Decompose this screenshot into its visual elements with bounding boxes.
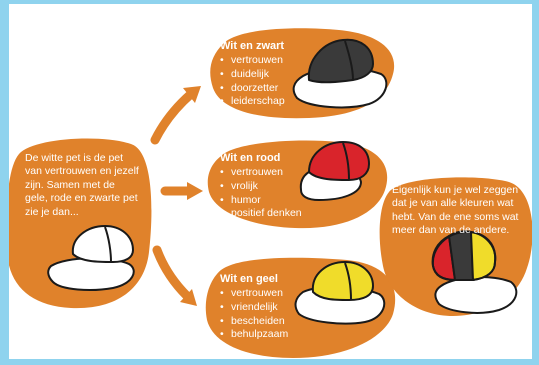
- trait-item: bescheiden: [220, 315, 320, 329]
- arrow-right-icon: [160, 182, 203, 200]
- trait-item: positief denken: [220, 207, 330, 221]
- trait-list: vertrouwen duidelijk doorzetter leidersc…: [220, 54, 320, 109]
- group-wit-rood: Wit en rood vertrouwen vrolijk humor pos…: [220, 151, 330, 221]
- trait-list: vertrouwen vrolijk humor positief denken: [220, 166, 330, 221]
- trait-list: vertrouwen vriendelijk bescheiden behulp…: [220, 287, 320, 342]
- intro-text: De witte pet is de pet van vertrouwen en…: [25, 152, 139, 218]
- group-title: Wit en geel: [220, 273, 278, 285]
- group-wit-zwart: Wit en zwart vertrouwen duidelijk doorze…: [220, 39, 320, 109]
- group-title: Wit en zwart: [220, 40, 285, 52]
- trait-item: leiderschap: [220, 95, 320, 109]
- arrow-up-icon: [150, 86, 201, 145]
- trait-item: vertrouwen: [220, 166, 330, 180]
- trait-item: vertrouwen: [220, 287, 320, 301]
- trait-item: vrolijk: [220, 180, 330, 194]
- trait-item: duidelijk: [220, 68, 320, 82]
- trait-item: vriendelijk: [220, 301, 320, 315]
- white-cap-icon: [47, 225, 135, 291]
- trait-item: doorzetter: [220, 82, 320, 96]
- multicolor-cap-icon: [431, 230, 518, 314]
- arrow-down-icon: [152, 245, 197, 306]
- trait-item: humor: [220, 194, 330, 208]
- diagram-canvas: Wit en zwart vertrouwen duidelijk doorze…: [9, 4, 532, 359]
- conclusion-text: Eigenlijk kun je wel zeggen dat je van a…: [392, 184, 519, 237]
- trait-item: vertrouwen: [220, 54, 320, 68]
- trait-item: behulpzaam: [220, 328, 320, 342]
- group-title: Wit en rood: [220, 152, 281, 164]
- group-wit-geel: Wit en geel vertrouwen vriendelijk besch…: [220, 272, 320, 342]
